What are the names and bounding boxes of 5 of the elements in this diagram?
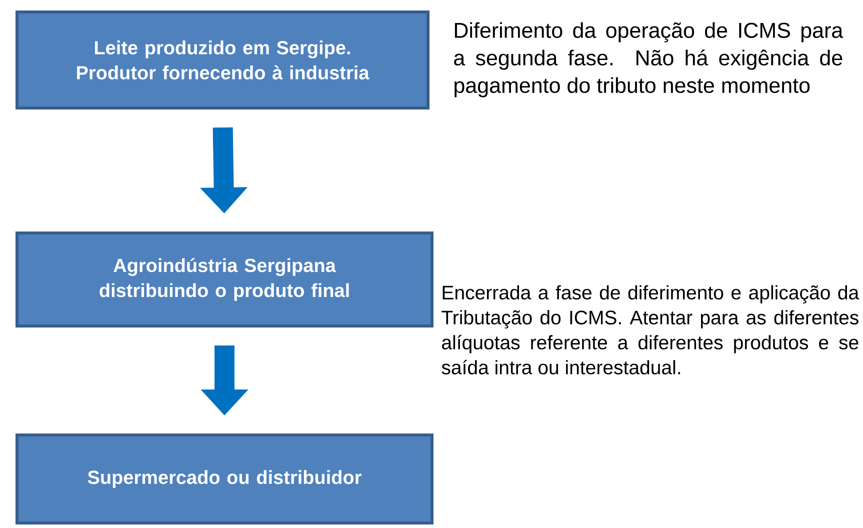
note-text: Encerrada a fase de diferimento e aplicação da Tributação do ICMS. Atentar para as diferentes alíquotas referente a diferentes produtos e se saída intra ou interestadual.: [442, 285, 860, 374]
process-box: Agroindústria Sergipana distribuindo o produto final: [16, 232, 434, 328]
note-text: Diferimento da operação de ICMS para a segunda fase. Não há exigência de pagamento do tributo neste momento: [454, 22, 844, 98]
process-box: Leite produzido em Sergipe. Produtor fornecendo à industria: [16, 10, 430, 110]
process-box: Supermercado ou distribuidor: [16, 434, 434, 524]
